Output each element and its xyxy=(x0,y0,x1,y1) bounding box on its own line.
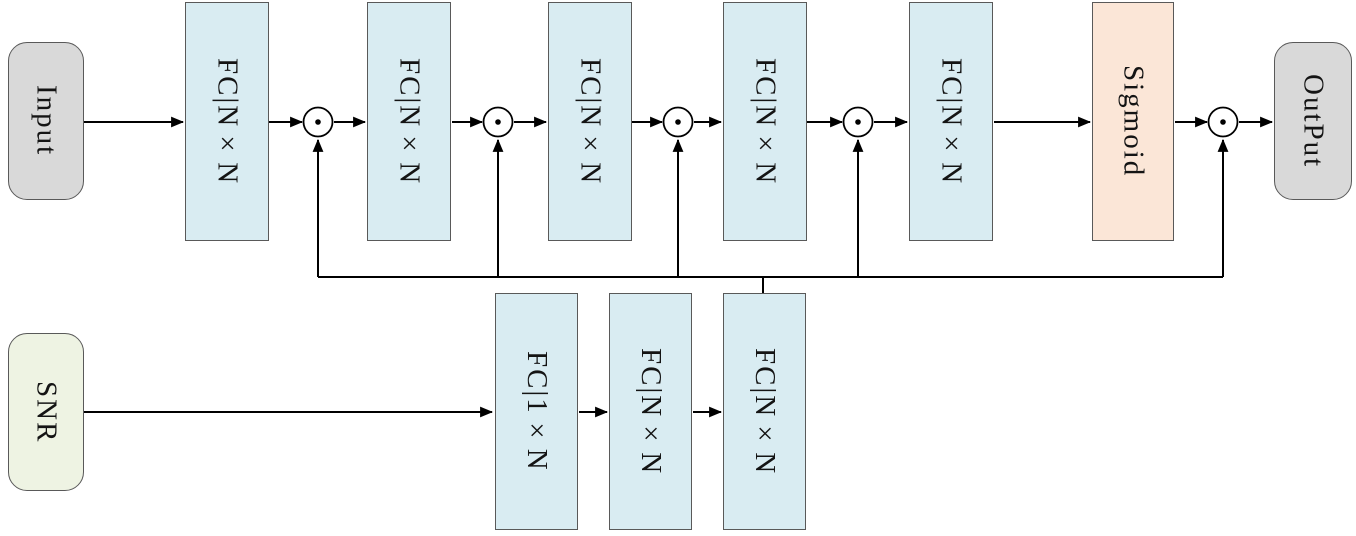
fc-layer-3: FC|N×N xyxy=(548,2,632,241)
snr-fc-layer-1-label: FC|1×N xyxy=(521,351,553,472)
fc-layer-1: FC|N×N xyxy=(185,2,269,241)
sigmoid-label: Sigmoid xyxy=(1117,65,1150,178)
snr-fc-layer-2: FC|N×N xyxy=(609,293,692,530)
fc-layer-1-label: FC|N×N xyxy=(211,57,244,186)
elementwise-multiply-icon xyxy=(662,106,694,138)
output-node: OutPut xyxy=(1274,42,1352,200)
snr-fc-layer-2-label: FC|N×N xyxy=(635,347,667,476)
snr-fc-layer-3: FC|N×N xyxy=(723,293,806,530)
fc-layer-2: FC|N×N xyxy=(367,2,451,241)
output-label: OutPut xyxy=(1297,73,1330,169)
elementwise-multiply-icon xyxy=(482,106,514,138)
elementwise-multiply-icon xyxy=(1207,106,1239,138)
fc-layer-2-label: FC|N×N xyxy=(393,57,426,186)
input-label: Input xyxy=(30,85,63,157)
sigmoid-node: Sigmoid xyxy=(1092,2,1174,241)
snr-node: SNR xyxy=(8,333,84,491)
snr-label: SNR xyxy=(30,380,63,444)
snr-fc-layer-1: FC|1×N xyxy=(495,293,578,530)
fc-layer-5-label: FC|N×N xyxy=(935,57,968,186)
fc-layer-3-label: FC|N×N xyxy=(574,57,607,186)
input-node: Input xyxy=(8,42,84,200)
fc-layer-4: FC|N×N xyxy=(723,2,807,241)
fc-layer-4-label: FC|N×N xyxy=(749,57,782,186)
elementwise-multiply-icon xyxy=(842,106,874,138)
snr-fc-layer-3-label: FC|N×N xyxy=(749,347,781,476)
elementwise-multiply-icon xyxy=(302,106,334,138)
fc-layer-5: FC|N×N xyxy=(909,2,993,241)
